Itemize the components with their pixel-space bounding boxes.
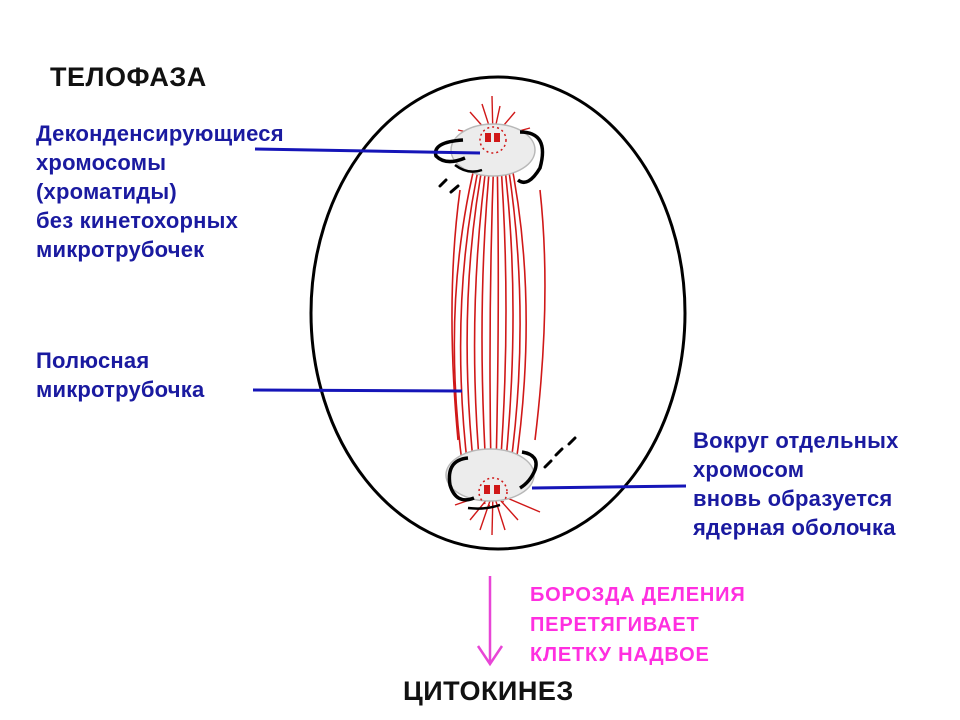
leader-line-nuclear-envelope bbox=[531, 484, 687, 490]
bottom-pole bbox=[445, 436, 577, 510]
label-polar-microtubule: Полюсная микротрубочка bbox=[36, 348, 205, 402]
label-cleavage-furrow: БОРОЗДА ДЕЛЕНИЯ ПЕРЕТЯГИВАЕТ КЛЕТКУ НАДВ… bbox=[530, 584, 746, 666]
top-pole bbox=[433, 123, 545, 194]
diagram-title: ТЕЛОФАЗА bbox=[50, 62, 207, 92]
down-arrow bbox=[476, 576, 504, 667]
spindle-microtubules bbox=[451, 151, 546, 471]
label-nuclear-envelope: Вокруг отдельных хромосом вновь образует… bbox=[693, 428, 899, 540]
leader-line-chromosomes bbox=[254, 147, 481, 155]
label-cytokinesis: ЦИТОКИНЕЗ bbox=[403, 676, 574, 706]
leader-line-polar-microtubule bbox=[252, 388, 463, 393]
label-decondensing-chromosomes: Деконденсирующиеся хромосомы (хроматиды)… bbox=[36, 121, 284, 262]
